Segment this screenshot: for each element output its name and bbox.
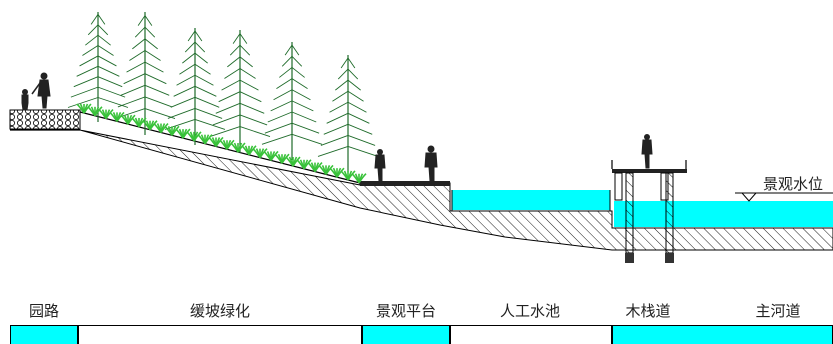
tree-icon <box>209 30 271 153</box>
garden-path-surface <box>9 109 81 131</box>
shrub-icon <box>164 125 180 136</box>
zone-label-wooden-boardwalk: 木栈道 <box>625 302 671 320</box>
shrubs <box>76 103 367 184</box>
shrub-icon <box>285 156 301 167</box>
shrub-icon <box>351 173 367 184</box>
shrub-icon <box>241 145 257 156</box>
trees <box>67 12 379 172</box>
zone-label-viewing-platform: 景观平台 <box>375 302 437 320</box>
ground-section <box>10 129 833 251</box>
person-icon <box>31 72 51 109</box>
shrub-icon <box>153 122 169 133</box>
shrub-icon <box>296 159 312 170</box>
person-icon <box>641 134 653 169</box>
wooden-boardwalk <box>611 160 687 263</box>
tree-icon <box>317 55 379 172</box>
zone-label-gentle-slope: 缓坡绿化 <box>189 302 251 320</box>
zone-bar-boardwalk-river <box>612 325 833 344</box>
zone-bar-viewing-platform <box>362 325 450 344</box>
zone-label-garden-path: 园路 <box>28 302 60 320</box>
tree-icon <box>164 28 226 145</box>
shrub-icon <box>186 131 202 142</box>
shrub-icon <box>263 150 279 161</box>
tree-icon <box>67 12 129 122</box>
shrub-icon <box>318 164 334 175</box>
shrub-icon <box>307 162 323 173</box>
shrub-icon <box>87 106 103 117</box>
zone-bar-gentle-slope <box>78 325 362 344</box>
shrub-icon <box>274 153 290 164</box>
tree-icon <box>261 42 323 160</box>
water-level-marker-icon <box>735 192 833 202</box>
shrub-icon <box>252 148 268 159</box>
shrub-icon <box>197 134 213 145</box>
shrub-icon <box>109 111 125 122</box>
shrub-icon <box>142 120 158 131</box>
shrub-icon <box>329 167 345 178</box>
shrub-icon <box>208 136 224 147</box>
person-icon <box>374 149 386 182</box>
shrub-icon <box>120 114 136 125</box>
shrub-icon <box>98 109 114 120</box>
shrub-icon <box>76 103 92 114</box>
zone-label-main-river: 主河道 <box>755 302 801 320</box>
water-level-label: 景观水位 <box>763 175 824 193</box>
shrub-icon <box>175 128 191 139</box>
viewing-platform-slab <box>360 181 450 186</box>
person-icon <box>21 89 29 111</box>
shrub-icon <box>131 117 147 128</box>
shrub-icon <box>219 139 235 150</box>
cross-section-drawing <box>9 12 833 263</box>
zone-bar-garden-path <box>10 325 78 344</box>
shrub-icon <box>230 142 246 153</box>
slope-surface <box>79 111 361 184</box>
tree-icon <box>114 12 176 135</box>
zone-label-artificial-pond: 人工水池 <box>499 302 561 320</box>
main-river-water <box>614 201 833 227</box>
artificial-pond <box>451 190 611 211</box>
zone-bar-artificial-pond <box>450 325 612 344</box>
shrub-icon <box>340 170 356 181</box>
person-icon <box>424 145 438 182</box>
